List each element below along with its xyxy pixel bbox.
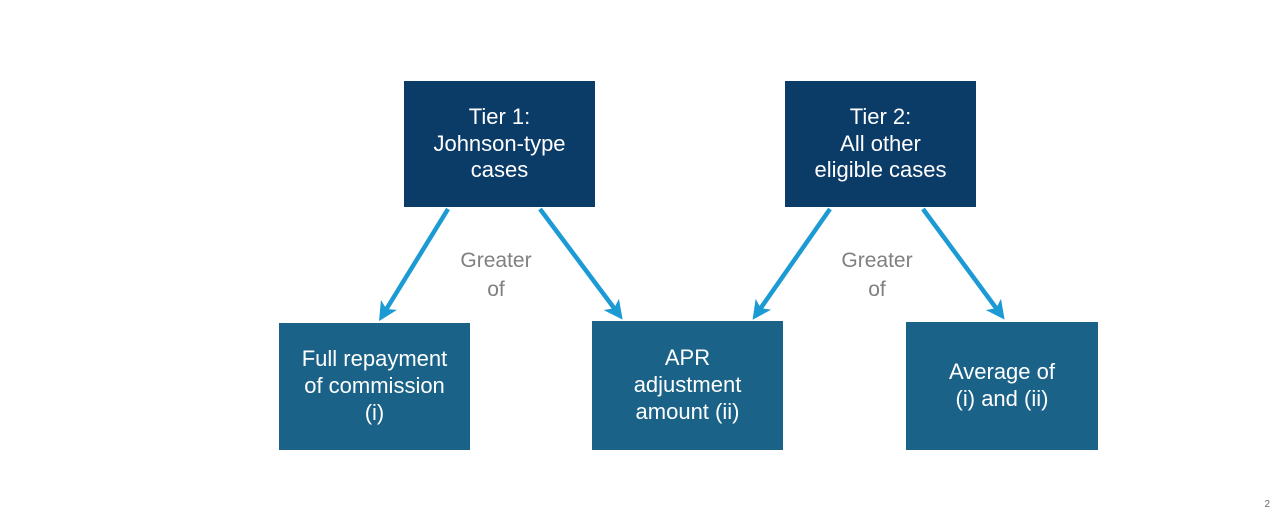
outcome-full-repayment-label: Full repayment of commission (i): [301, 346, 448, 425]
tier-2-box: Tier 2: All other eligible cases: [785, 81, 976, 207]
tier-1-label: Tier 1: Johnson-type cases: [433, 103, 566, 183]
outcome-full-repayment-box: Full repayment of commission (i): [279, 323, 470, 450]
connector-label-greater-of-2: Greater of: [841, 249, 913, 302]
outcome-average-label: Average of (i) and (ii): [948, 359, 1055, 411]
tier-2-label: Tier 2: All other eligible cases: [814, 103, 947, 183]
page-number: 2: [1264, 499, 1270, 510]
outcome-average-box: Average of (i) and (ii): [906, 322, 1098, 450]
outcome-apr-adjustment-box: APR adjustment amount (ii): [592, 321, 783, 450]
connector-label-greater-of-1: Greater of: [460, 249, 532, 302]
tier-1-box: Tier 1: Johnson-type cases: [404, 81, 595, 207]
outcome-apr-adjustment-label: APR adjustment amount (ii): [633, 345, 742, 424]
